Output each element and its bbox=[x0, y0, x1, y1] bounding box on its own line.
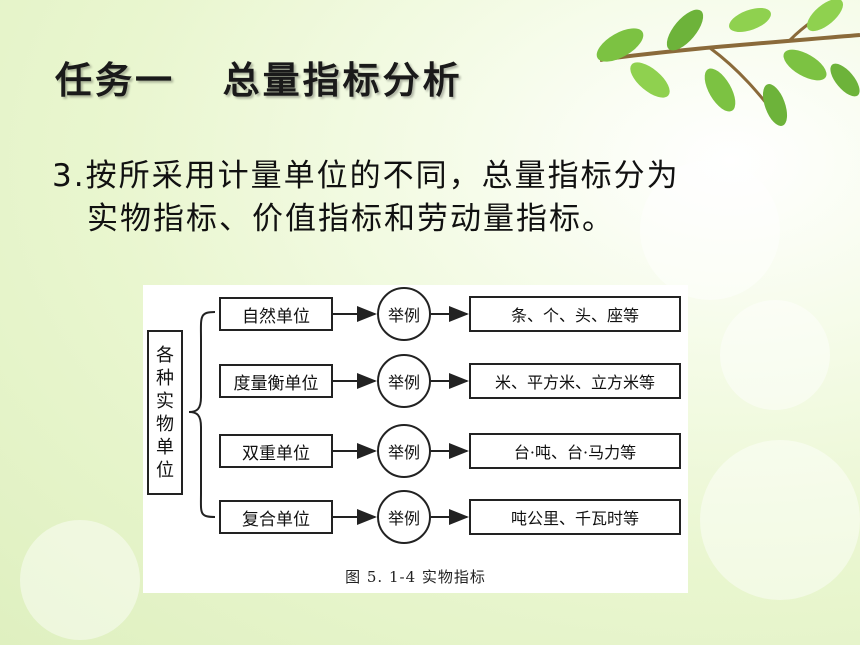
unit-box-dual: 双重单位 bbox=[219, 434, 333, 468]
body-line-2: 实物指标、价值指标和劳动量指标。 bbox=[87, 201, 615, 237]
unit-box-measure: 度量衡单位 bbox=[219, 364, 333, 398]
example-box-1: 条、个、头、座等 bbox=[469, 296, 681, 332]
root-char: 单 bbox=[156, 436, 174, 458]
example-circle-1: 举例 bbox=[377, 287, 431, 341]
root-category-box: 各 种 实 物 单 位 bbox=[147, 330, 183, 495]
figure-caption: 图 5. 1-4 实物指标 bbox=[345, 568, 486, 586]
leaf bbox=[704, 68, 736, 112]
slide-title: 任务一 总量指标分析 bbox=[55, 59, 463, 102]
leaf bbox=[830, 63, 860, 97]
root-char: 种 bbox=[156, 367, 174, 389]
slide-body: 3.按所采用计量单位的不同，总量指标分为 实物指标、价值指标和劳动量指标。 bbox=[52, 155, 792, 241]
leaf bbox=[666, 9, 704, 51]
background-bokeh bbox=[720, 300, 830, 410]
example-circle-3: 举例 bbox=[377, 424, 431, 478]
unit-box-natural: 自然单位 bbox=[219, 297, 333, 331]
example-box-2: 米、平方米、立方米等 bbox=[469, 363, 681, 399]
root-char: 物 bbox=[156, 413, 174, 435]
leaf-branch-decoration bbox=[596, 0, 860, 126]
leaf bbox=[806, 0, 844, 32]
example-circle-4: 举例 bbox=[377, 490, 431, 544]
grouping-brace bbox=[188, 311, 216, 518]
diagram-connectors bbox=[188, 306, 469, 525]
example-box-4: 吨公里、千瓦时等 bbox=[469, 499, 681, 535]
root-char: 实 bbox=[156, 390, 174, 412]
background-bokeh bbox=[20, 520, 140, 640]
leaf bbox=[630, 62, 670, 98]
example-box-3: 台·吨、台·马力等 bbox=[469, 433, 681, 469]
root-char: 各 bbox=[156, 344, 174, 366]
background-bokeh bbox=[700, 440, 860, 600]
classification-diagram: 各 种 实 物 单 位 自然单位 举例 条、个、头、座等 度量衡单位 举例 米、… bbox=[143, 285, 688, 593]
background-bokeh bbox=[640, 160, 780, 300]
leaf bbox=[783, 49, 827, 81]
unit-box-compound: 复合单位 bbox=[219, 500, 333, 534]
example-circle-2: 举例 bbox=[377, 354, 431, 408]
leaf bbox=[762, 84, 788, 126]
leaf bbox=[596, 28, 644, 62]
root-char: 位 bbox=[156, 459, 174, 481]
leaf bbox=[729, 7, 771, 33]
body-line-1: 3.按所采用计量单位的不同，总量指标分为 bbox=[52, 158, 680, 194]
